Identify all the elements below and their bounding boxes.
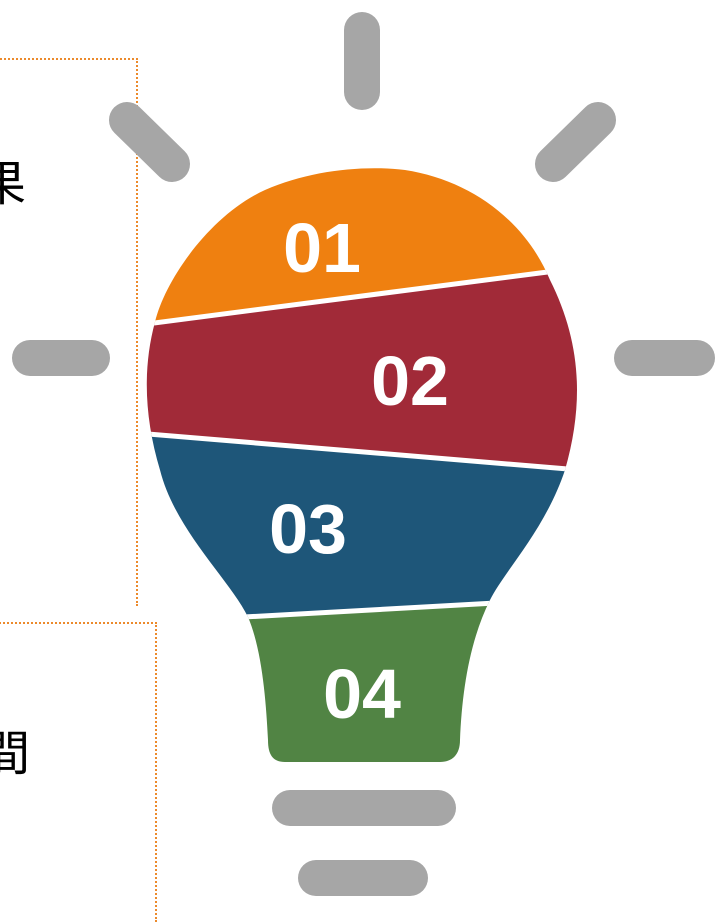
bulb-base [272, 790, 456, 896]
ray-upper-right [535, 102, 616, 182]
text-fragment-bottom: 間 [0, 726, 31, 782]
text-box-bottom [0, 622, 157, 922]
segment-02-label: 02 [371, 342, 449, 420]
ray-upper-left [109, 102, 190, 182]
segment-01-label: 01 [283, 209, 361, 287]
text-fragment-top: 果 [0, 156, 27, 212]
lightbulb-diagram: 01 02 03 04 [12, 12, 715, 896]
separator-2 [146, 427, 577, 478]
segment-04-label: 04 [323, 655, 401, 733]
text-box-top [0, 58, 138, 606]
segment-03-label: 03 [269, 490, 347, 568]
light-rays [12, 12, 715, 376]
segment-01 [146, 168, 577, 330]
